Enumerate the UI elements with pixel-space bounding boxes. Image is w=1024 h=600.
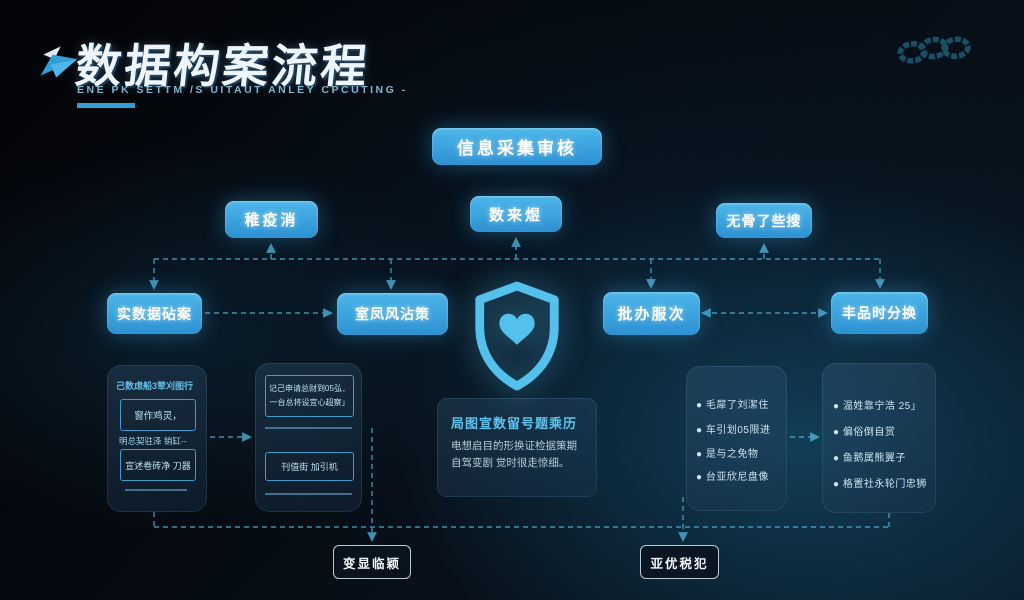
panel1-underline <box>125 489 187 491</box>
panel2-text-line2: 一台总将设宜心超察」 <box>269 398 350 407</box>
node-row2-3: 无骨了些搜 <box>716 203 812 238</box>
panel5-item-1: ● 温姓靠宁浩 25」 <box>833 401 922 412</box>
detail-panel-4: ● 毛犀了刘潔住 ● 车引划05限进 ● 是与之免物 ● 台亚欣尼盘像 <box>686 366 787 511</box>
panel2-rule-1 <box>265 427 352 429</box>
center-note-panel: 局图宣数留号题乘历 电想启目的形换证检据策期自驾变剧 觉时很走惊细。 <box>437 398 597 497</box>
panel4-item-1: ● 毛犀了刘潔住 <box>696 400 769 411</box>
shield-heart-icon <box>468 280 566 392</box>
node-bottom-2: 亚优税犯 <box>640 545 719 579</box>
panel4-item-4: ● 台亚欣尼盘像 <box>696 472 769 483</box>
node-row3-1: 实数据砧案 <box>107 293 202 334</box>
panel2-text-line1: 记己申请总财到05弘． <box>269 384 350 394</box>
arrow-logo-icon <box>40 46 78 78</box>
panel1-field-1: 窗作鸡灵， <box>120 399 196 431</box>
panel2-field: 刊值街 加引机 <box>265 452 354 481</box>
panel1-field-2: 宣述卷砖净 刀器 <box>120 449 196 481</box>
panel5-item-4: ● 格置社永轮门忠狮 <box>833 479 927 490</box>
panel1-header: 己数虑船3荤刈图行 <box>116 381 194 391</box>
detail-panel-1: 己数虑船3荤刈图行 窗作鸡灵， 明总契驻泽 销缸-- 宣述卷砖净 刀器 <box>107 365 207 512</box>
node-row3-2: 室凤风沾策 <box>337 293 448 335</box>
panel2-rule-2 <box>265 493 352 495</box>
node-row3-3: 批办服次 <box>603 292 700 335</box>
knot-logo-icon <box>897 36 971 64</box>
panel5-item-3: ● 鱼鹅属熊翼子 <box>833 453 906 464</box>
node-top: 信息采集审核 <box>432 128 602 165</box>
center-panel-body-1: 电想启目的形换证检据策期自驾变剧 <box>451 440 577 469</box>
pan5-item-2: ● 偏俗倒自赏 <box>833 427 896 438</box>
panel1-mid-text: 明总契驻泽 销缸-- <box>119 436 187 446</box>
panel4-item-2: ● 车引划05限进 <box>696 425 771 436</box>
node-row2-1: 稚疫消 <box>225 201 318 238</box>
detail-panel-5: ● 温姓靠宁浩 25」 ● 偏俗倒自赏 ● 鱼鹅属熊翼子 ● 格置社永轮门忠狮 <box>822 363 936 513</box>
panel4-item-3: ● 是与之免物 <box>696 449 759 460</box>
center-panel-body-2: 觉时很走惊细。 <box>495 456 570 469</box>
node-bottom-1: 变显临颖 <box>333 545 411 579</box>
node-row3-4: 丰品时分换 <box>831 292 928 334</box>
page-subtitle: ENE PK SETTM /S UITAUT ANLEY CPCUTING - <box>77 84 408 96</box>
title-underline <box>77 103 135 108</box>
node-row2-2: 数来煜 <box>470 196 562 232</box>
detail-panel-2: 记己申请总财到05弘． 一台总将设宜心超察」 刊值街 加引机 <box>255 363 362 512</box>
center-panel-header: 局图宣数留号题乘历 <box>451 416 578 431</box>
